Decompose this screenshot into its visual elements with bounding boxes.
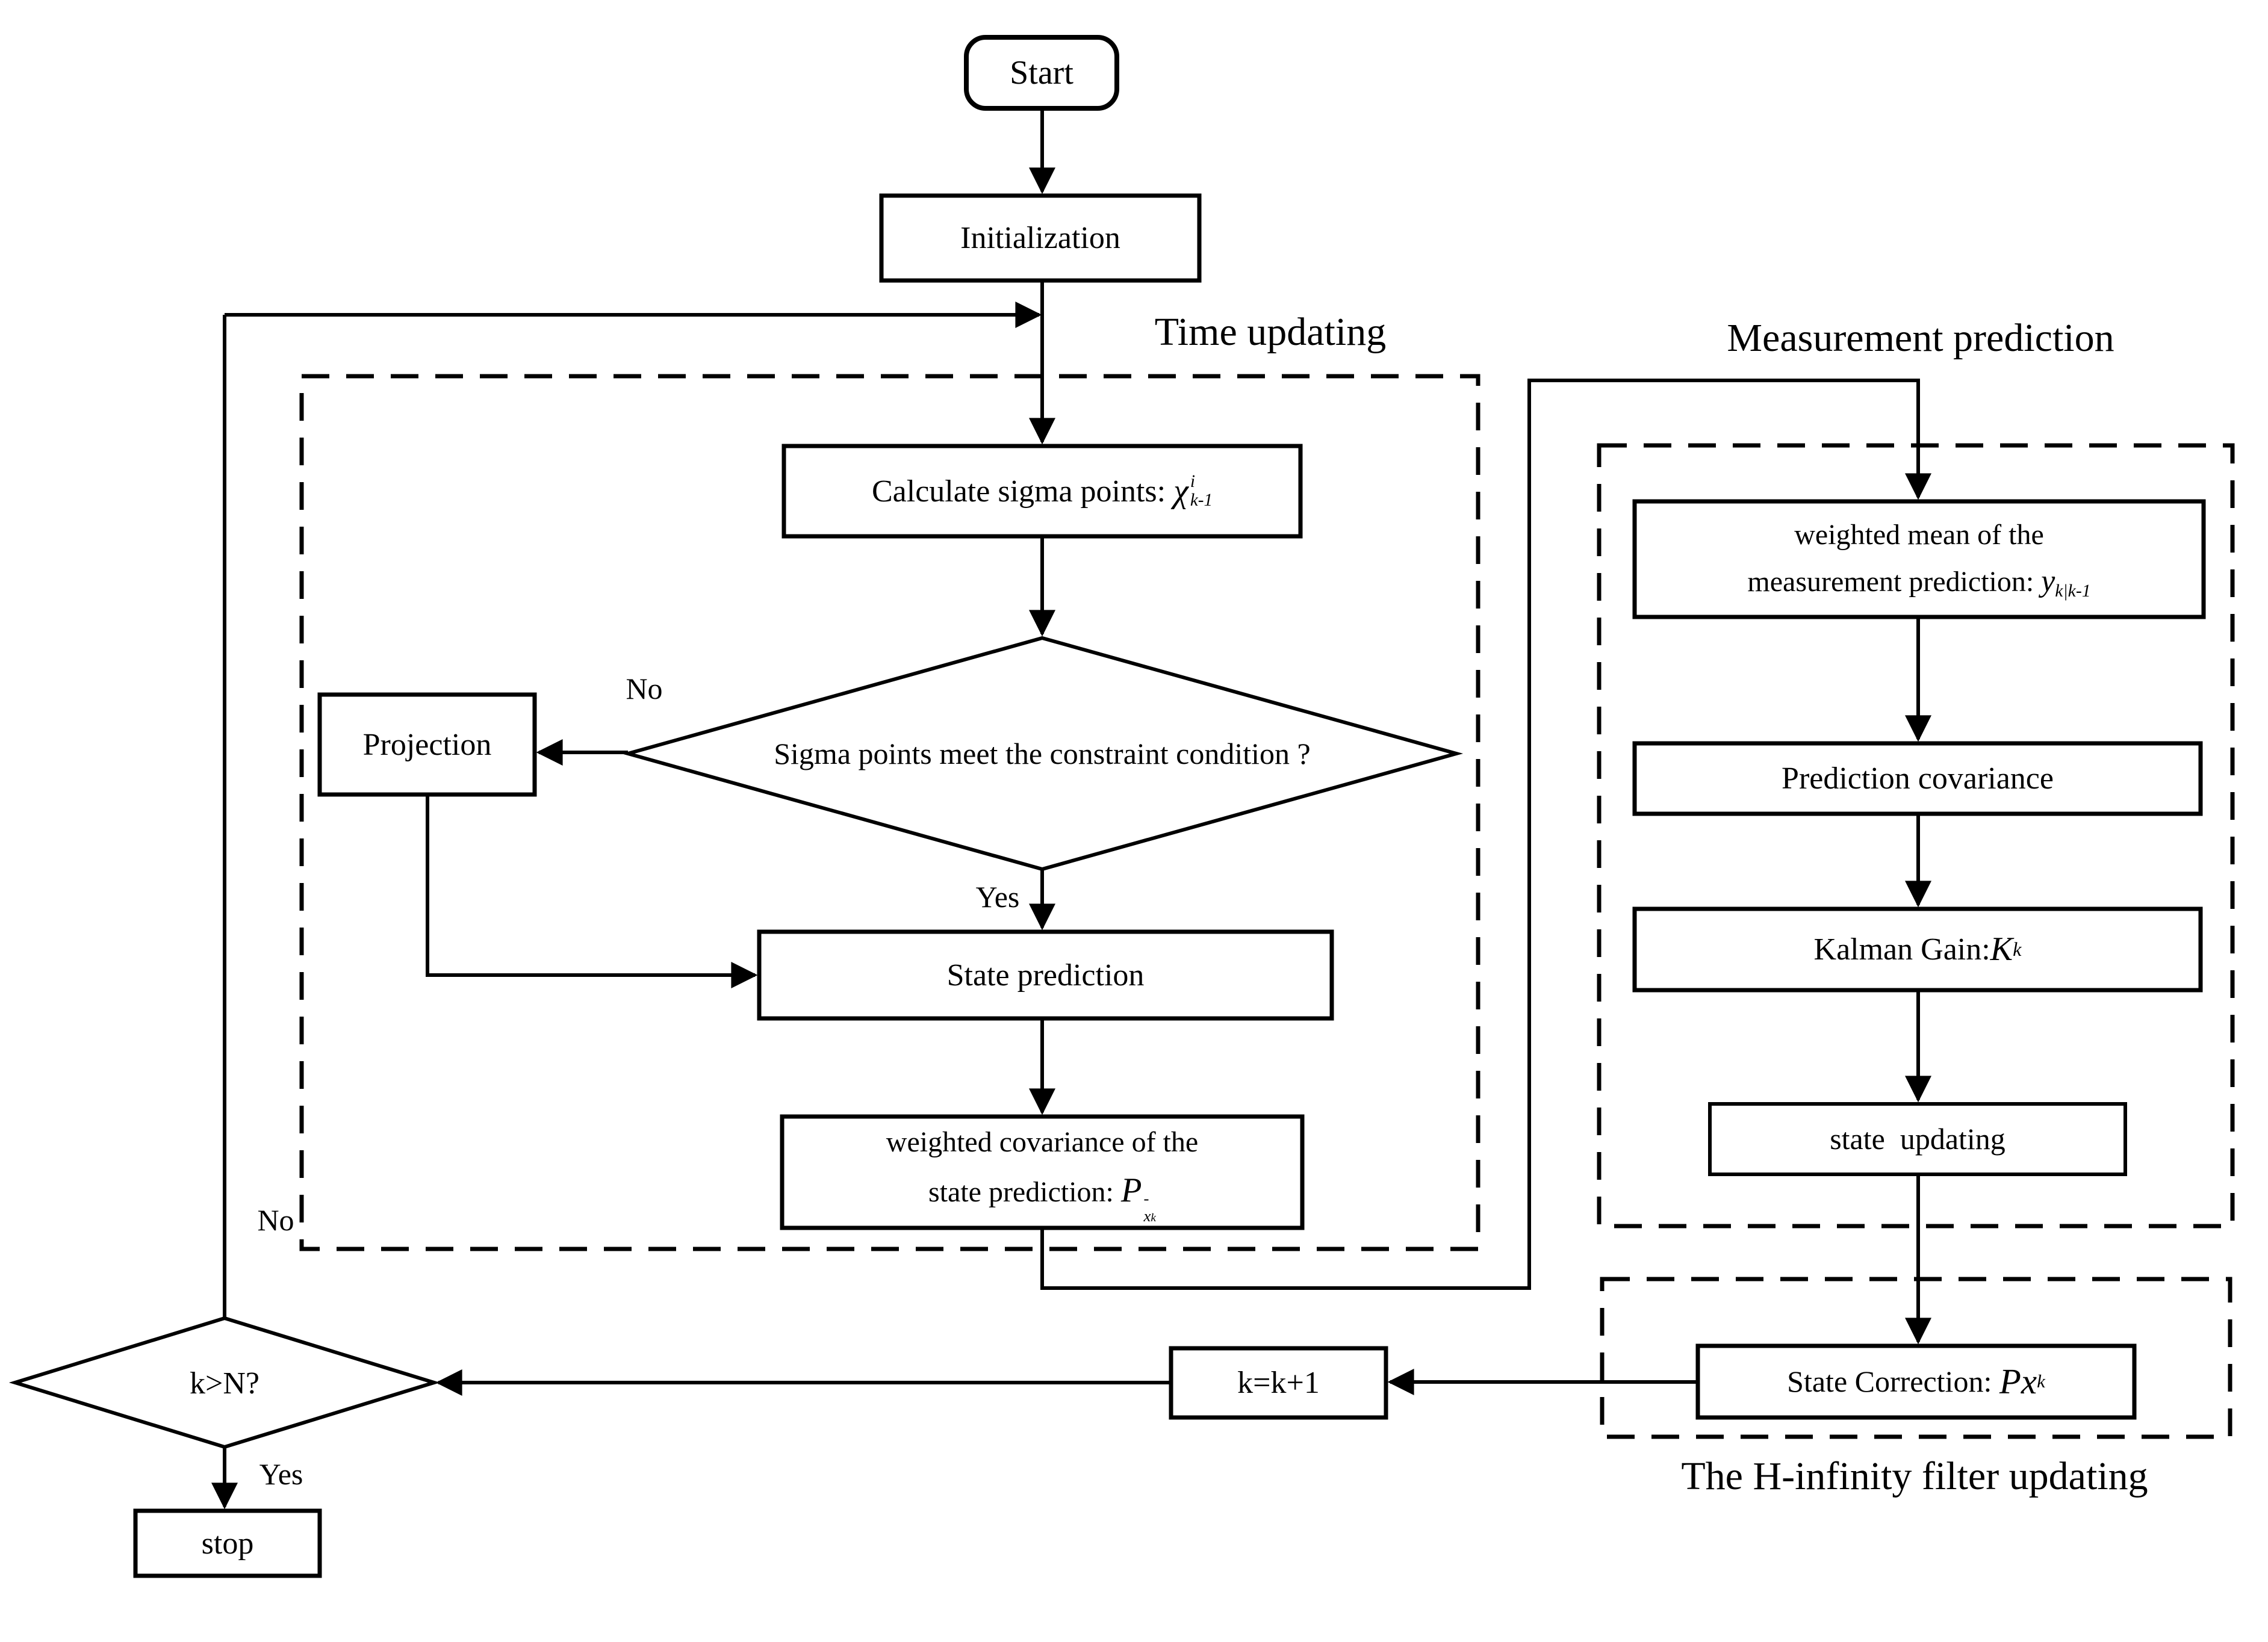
state-updating-label: state updating [1830, 1122, 2005, 1156]
weighted-mean-line2: measurement prediction: yk|k-1 [1747, 557, 2090, 606]
time-updating-heading: Time updating [1154, 309, 1387, 354]
edge-projection-to-stateprediction [426, 795, 758, 988]
pxk-symbol: Px [1999, 1361, 2037, 1401]
p-superscript: - [1143, 1189, 1149, 1208]
state-correction-shape [1695, 1343, 2137, 1420]
p-symbol: P [1120, 1172, 1142, 1210]
state-prediction-label: State prediction [946, 958, 1145, 993]
y-subscript: k|k-1 [2055, 580, 2091, 601]
weighted-cov-line2: state prediction: P-xk [928, 1165, 1156, 1224]
weighted-cov-line2-text: state prediction: [928, 1176, 1121, 1209]
measurement-prediction-region [1597, 443, 2235, 1228]
sigma-decision-label: Sigma points meet the constraint conditi… [774, 736, 1311, 770]
weighted-mean-label: weighted mean of the measurement predict… [1635, 501, 2204, 617]
initialization-label: Initialization [960, 221, 1120, 255]
state-updating-shape [1708, 1102, 2127, 1176]
measurement-prediction-heading: Measurement prediction [1727, 315, 2114, 360]
state-correction-text: State Correction: [1787, 1365, 1999, 1399]
k-increment-shape [1169, 1346, 1388, 1420]
h-infinity-region [1600, 1277, 2232, 1439]
k-gain-subscript: k [2013, 938, 2022, 961]
p-scripts: -xk [1143, 1190, 1156, 1224]
kalman-gain-text: Kalman Gain: [1813, 932, 1990, 967]
p-subscript-x: x [1143, 1206, 1151, 1225]
weighted-mean-line2-text: measurement prediction: [1747, 566, 2042, 598]
time-updating-region [299, 374, 1480, 1251]
weighted-cov-line1: weighted covariance of the [886, 1126, 1199, 1159]
stop-shape [133, 1508, 322, 1578]
weighted-mean-line1: weighted mean of the [1794, 518, 2044, 551]
p-subsubscript-k: k [1151, 1211, 1157, 1224]
calc-sigma-text: Calculate sigma points: [871, 474, 1174, 509]
chi-symbol: χ [1173, 472, 1188, 510]
initialization-shape [879, 193, 1202, 283]
sigma-decision-shape [621, 636, 1464, 872]
projection-shape [317, 692, 537, 797]
pxk-subscript: k [2037, 1371, 2045, 1392]
start-shape [964, 35, 1119, 111]
weighted-cov-shape [780, 1114, 1305, 1230]
k-gain-symbol: K [1990, 931, 2013, 968]
weighted-cov-label: weighted covariance of the state predict… [782, 1117, 1302, 1228]
projection-label: Projection [362, 727, 492, 762]
edge-covariance-to-weightedmean [1040, 379, 1931, 1290]
weighted-mean-shape [1632, 499, 2206, 619]
chi-superscript: i [1190, 472, 1195, 492]
h-infinity-caption: The H-infinity filter updating [1681, 1454, 2148, 1498]
p-subscript-row: xk [1143, 1207, 1156, 1224]
prediction-cov-shape [1632, 741, 2203, 816]
k-decision-label: k>N? [190, 1366, 259, 1401]
yes-upper-label: Yes [975, 879, 1020, 914]
chi-subscript: k-1 [1190, 491, 1213, 510]
start-label: Start [1010, 54, 1073, 91]
prediction-cov-label: Prediction covariance [1782, 761, 2054, 796]
k-increment-label: k=k+1 [1237, 1366, 1320, 1400]
yes-lower-label: Yes [259, 1457, 303, 1491]
calc-sigma-shape [781, 444, 1303, 539]
stop-label: stop [201, 1526, 254, 1561]
state-prediction-shape [757, 929, 1334, 1021]
y-symbol: y [2041, 564, 2055, 599]
no-lower-label: No [257, 1203, 294, 1237]
no-upper-label: No [626, 671, 663, 705]
kalman-gain-shape [1632, 906, 2203, 993]
k-decision-shape [8, 1316, 441, 1449]
